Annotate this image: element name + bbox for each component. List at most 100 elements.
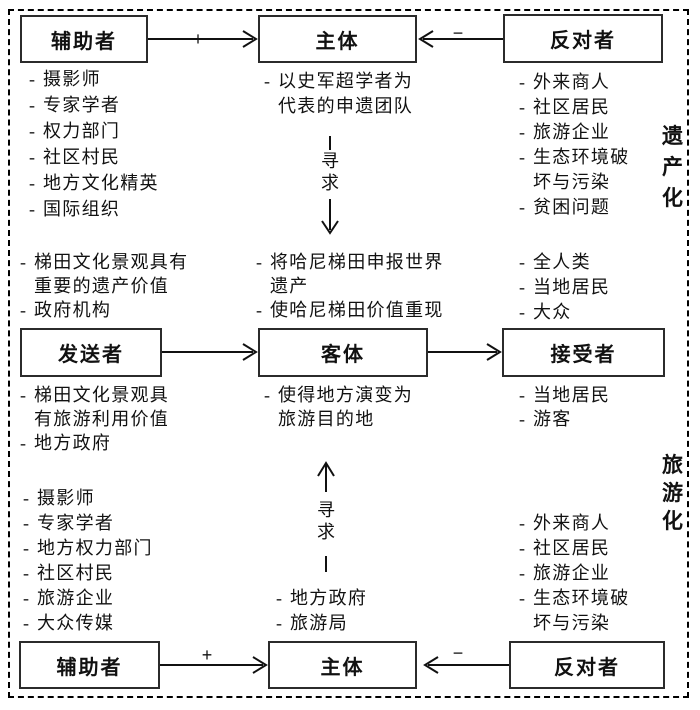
list-item-text: 摄影师 <box>43 69 101 89</box>
list-item: -地方文化精英 <box>28 170 224 196</box>
list-item-text: 地方政府 <box>34 433 112 453</box>
bullet-dash: - <box>29 95 35 115</box>
bullet-dash: - <box>20 300 26 320</box>
list-item: -政府机构 <box>19 298 190 322</box>
box-top-opponent: 反对者 <box>503 14 663 63</box>
seek-label-top: 寻求 <box>321 151 339 193</box>
list-item-text: 权力部门 <box>43 121 121 141</box>
list-item: -当地居民 <box>518 383 668 407</box>
list-item-text: 社区居民 <box>533 97 611 117</box>
bullet-dash: - <box>29 199 35 219</box>
list-item-text: 专家学者 <box>43 95 121 115</box>
bullet-dash: - <box>519 513 525 533</box>
bullet-dash: - <box>519 122 525 142</box>
bullet-dash: - <box>519 302 525 322</box>
list-item-text: 外来商人 <box>533 72 611 92</box>
list-bottom-helper-items: -摄影师 -专家学者 -地方权力部门 -社区村民 -旅游企业 -大众传媒 <box>22 486 218 636</box>
list-item-text: 大众 <box>533 302 572 322</box>
list-item: -专家学者 <box>28 92 224 118</box>
list-item-text: 旅游企业 <box>533 563 611 583</box>
list-item-text: 社区村民 <box>43 147 121 167</box>
bullet-dash: - <box>519 252 525 272</box>
list-sender-heritage-items: -梯田文化景观具有重要的遗产价值 -政府机构 <box>19 250 190 322</box>
seek-label-bottom: 寻求 <box>317 500 335 542</box>
list-item-text: 旅游企业 <box>533 122 611 142</box>
list-item: -地方权力部门 <box>22 536 218 561</box>
list-item-text: 以史军超学者为代表的申遗团队 <box>278 71 414 116</box>
box-bottom-opponent: 反对者 <box>509 641 665 689</box>
plus-sign-bottom: + <box>201 645 213 665</box>
box-sender: 发送者 <box>20 328 162 377</box>
list-item: -国际组织 <box>28 196 224 222</box>
list-item-text: 游客 <box>533 409 572 429</box>
list-item-text: 生态环境破坏与污染 <box>533 588 630 633</box>
minus-sign-bottom: − <box>452 643 464 663</box>
list-item-text: 使得地方演变为旅游目的地 <box>278 385 414 429</box>
list-item: -地方政府 <box>275 586 415 611</box>
bullet-dash: - <box>29 69 35 89</box>
list-item: -大众 <box>518 300 668 325</box>
bullet-dash: - <box>519 277 525 297</box>
list-item: -社区村民 <box>22 561 218 586</box>
bullet-dash: - <box>519 538 525 558</box>
bullet-dash: - <box>256 252 262 272</box>
list-item-text: 外来商人 <box>533 513 611 533</box>
list-item: -社区居民 <box>518 95 631 120</box>
list-bottom-opponent-items: -外来商人 -社区居民 -旅游企业 -生态环境破坏与污染 <box>518 511 631 636</box>
bullet-dash: - <box>519 197 525 217</box>
list-item: -旅游局 <box>275 611 415 636</box>
bullet-dash: - <box>519 385 525 405</box>
plus-sign-top: + <box>192 29 204 49</box>
box-receiver: 接受者 <box>502 328 665 377</box>
list-item: -生态环境破坏与污染 <box>518 145 631 195</box>
side-label-tourismification: 旅游化 <box>662 453 683 533</box>
box-object: 客体 <box>258 328 428 377</box>
list-item: -将哈尼梯田申报世界遗产 <box>255 250 446 298</box>
bullet-dash: - <box>20 433 26 453</box>
list-item: -专家学者 <box>22 511 218 536</box>
list-item-text: 梯田文化景观具有重要的遗产价值 <box>34 252 189 296</box>
bullet-dash: - <box>29 147 35 167</box>
list-item: -游客 <box>518 407 668 431</box>
list-item: -权力部门 <box>28 118 224 144</box>
bullet-dash: - <box>23 563 29 583</box>
bullet-dash: - <box>23 513 29 533</box>
box-bottom-helper: 辅助者 <box>19 641 160 689</box>
list-item-text: 梯田文化景观具有旅游利用价值 <box>34 385 170 429</box>
list-item-text: 社区村民 <box>37 563 115 583</box>
list-object-heritage-items: -将哈尼梯田申报世界遗产 - 使哈尼梯田价值重现 <box>255 250 446 322</box>
list-item: -旅游企业 <box>518 120 631 145</box>
box-top-helper: 辅助者 <box>20 15 148 63</box>
list-item-text: 大众传媒 <box>37 613 115 633</box>
list-item: -旅游企业 <box>22 586 218 611</box>
list-item-text: 使哈尼梯田价值重现 <box>270 300 444 320</box>
list-item: -摄影师 <box>22 486 218 511</box>
list-item: -梯田文化景观具有旅游利用价值 <box>19 383 171 431</box>
list-item-text: 生态环境破坏与污染 <box>533 147 630 192</box>
list-item-text: 国际组织 <box>43 199 121 219</box>
list-top-helper-items: -摄影师 -专家学者 -权力部门 -社区村民 -地方文化精英 -国际组织 <box>28 66 224 222</box>
list-item-text: 摄影师 <box>37 488 95 508</box>
list-receiver-heritage-items: -全人类 -当地居民 -大众 <box>518 250 668 325</box>
bullet-dash: - <box>23 588 29 608</box>
side-label-heritagization: 遗产化 <box>662 124 683 210</box>
list-item: -旅游企业 <box>518 561 631 586</box>
list-item: -生态环境破坏与污染 <box>518 586 631 636</box>
list-item-text: 地方政府 <box>290 588 368 608</box>
bullet-dash: - <box>519 409 525 429</box>
bullet-dash: - <box>519 588 525 608</box>
list-item-text: 旅游局 <box>290 613 348 633</box>
dashed-border-frame <box>8 9 689 698</box>
list-item: -地方政府 <box>19 431 171 455</box>
list-item: -大众传媒 <box>22 611 218 636</box>
list-item-text: 将哈尼梯田申报世界遗产 <box>270 252 444 296</box>
bullet-dash: - <box>29 173 35 193</box>
bullet-dash: - <box>29 121 35 141</box>
list-item-text: 专家学者 <box>37 513 115 533</box>
bullet-dash: - <box>276 588 282 608</box>
list-sender-tourism-items: -梯田文化景观具有旅游利用价值 -地方政府 <box>19 383 171 455</box>
bullet-dash: - <box>276 613 282 633</box>
list-top-opponent-items: -外来商人 -社区居民 -旅游企业 -生态环境破坏与污染 -贫困问题 <box>518 70 631 220</box>
bullet-dash: - <box>23 613 29 633</box>
